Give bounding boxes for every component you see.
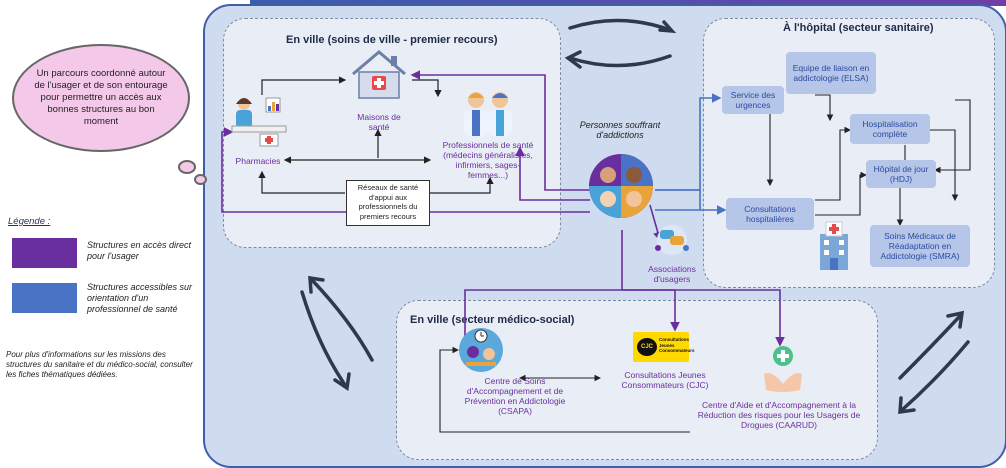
pharmacist-icon [231, 97, 287, 147]
maisons-label[interactable]: Maisons de santé [357, 112, 401, 132]
hospital-icon [820, 221, 848, 270]
urgences-box[interactable]: Service des urgences [722, 86, 784, 114]
bubble-tail-2 [194, 174, 207, 185]
speech-bubbles-icon [655, 225, 689, 255]
info-text: Pour plus d'informations sur les mission… [6, 350, 193, 379]
bubble-tail-1 [178, 160, 196, 174]
cjc-label[interactable]: Consultations Jeunes Consommateurs (CJC) [621, 370, 709, 390]
legend-orientation-text: Structures accessibles sur orientation d… [87, 282, 193, 314]
hospitalisation-box[interactable]: Hospitalisation complète [850, 114, 930, 144]
professionnels-label[interactable]: Professionnels de santé (médecins généra… [442, 140, 534, 180]
cjc-logo-badge: CJC [637, 338, 657, 356]
csapa-icon [459, 328, 503, 372]
associations-label[interactable]: Associations d'usagers [648, 264, 696, 284]
people-icon [589, 154, 653, 218]
top-accent-bar [250, 0, 1006, 6]
legend-swatch-orientation [12, 283, 77, 313]
zone-medico-title: En ville (secteur médico-social) [410, 314, 575, 326]
doctors-icon [464, 92, 512, 136]
zone-ville-title: En ville (soins de ville - premier recou… [286, 34, 498, 46]
consultations-box[interactable]: Consultations hospitalières [726, 198, 814, 230]
thought-bubble: Un parcours coordonné autour de l'usager… [12, 44, 190, 152]
personnes-label: Personnes souffrant d'addictions [579, 120, 661, 140]
cjc-logo: CJC Consultations Jeunes Consommateurs [633, 332, 695, 362]
caarud-label[interactable]: Centre d'Aide et d'Accompagnement à la R… [697, 400, 861, 430]
hdj-box[interactable]: Hôpital de jour (HDJ) [866, 160, 936, 188]
zone-hopital-title: À l'hôpital (secteur sanitaire) [783, 22, 934, 34]
hands-icon [764, 346, 802, 392]
cjc-logo-text: Consultations Jeunes Consommateurs [659, 337, 695, 353]
csapa-label[interactable]: Centre de Soins d'Accompagnement et de P… [464, 376, 566, 416]
pharmacies-label[interactable]: Pharmacies [235, 156, 281, 166]
reseaux-box[interactable]: Réseaux de santé d'appui aux professionn… [346, 180, 430, 226]
legend-direct-text: Structures en accès direct pour l'usager [87, 240, 192, 261]
legend-title: Légende : [8, 216, 51, 227]
elsa-box[interactable]: Equipe de liaison en addictologie (ELSA) [786, 52, 876, 94]
legend-swatch-direct [12, 238, 77, 268]
house-icon [352, 50, 406, 99]
smra-box[interactable]: Soins Médicaux de Réadaptation en Addict… [870, 225, 970, 267]
